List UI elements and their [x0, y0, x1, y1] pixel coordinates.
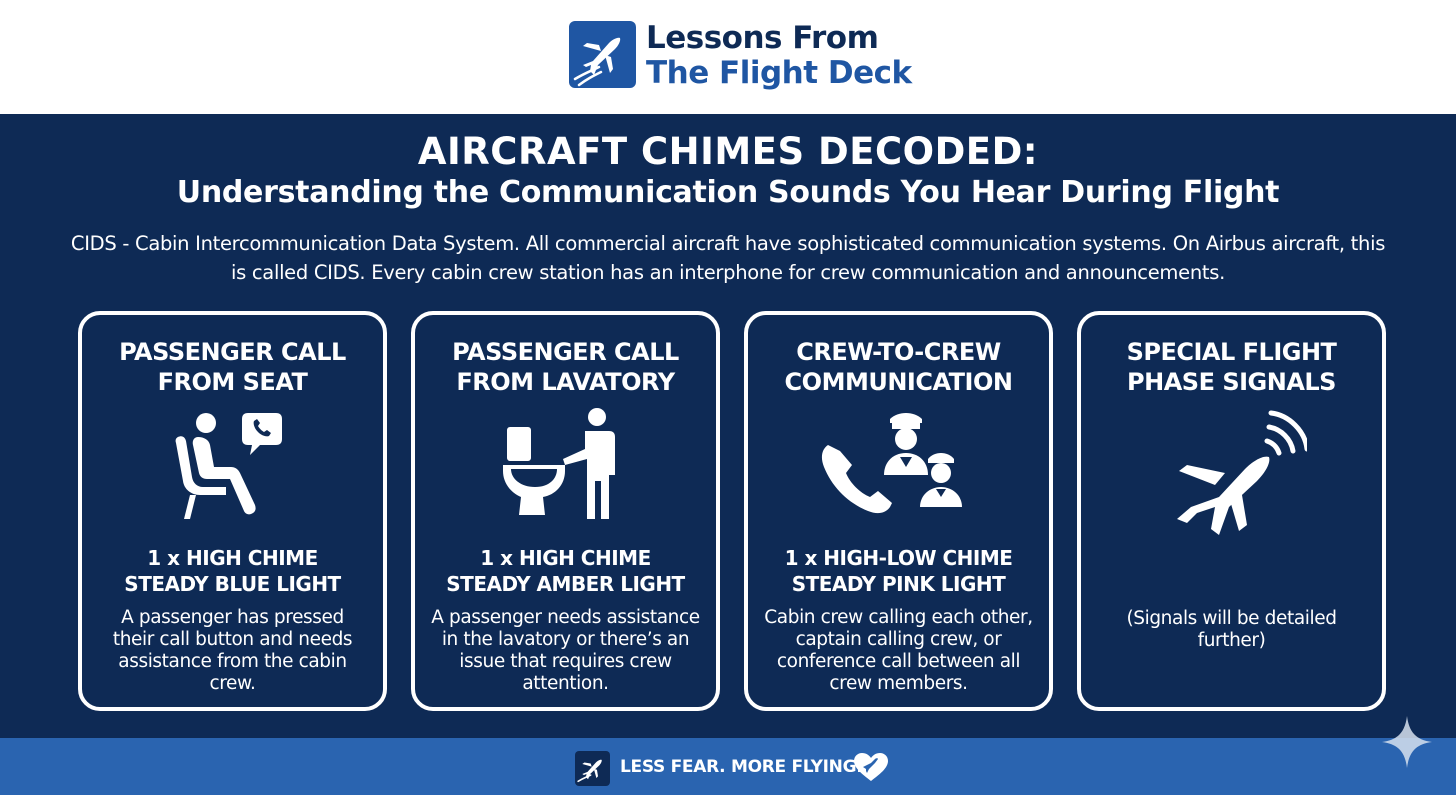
card-title-line2: FROM SEAT [157, 368, 308, 396]
light-color: STEADY AMBER LIGHT [446, 572, 685, 596]
footer-tagline: LESS FEAR. MORE FLYING. [620, 757, 863, 777]
card-title-line2: FROM LAVATORY [456, 368, 675, 396]
card-description: Cabin crew calling each other, captain c… [764, 607, 1033, 694]
heart-icon [851, 751, 891, 787]
chime-type: 1 x HIGH CHIME [480, 546, 651, 570]
card-chime: 1 x HIGH CHIME STEADY AMBER LIGHT [415, 545, 716, 597]
phone-and-crew-icon [748, 407, 1049, 537]
card-title-line1: CREW-TO-CREW [796, 338, 1001, 366]
chime-type: 1 x HIGH-LOW CHIME [784, 546, 1013, 570]
lavatory-person-icon [415, 407, 716, 537]
intro-text: CIDS - Cabin Intercommunication Data Sys… [70, 232, 1386, 284]
card-chime: 1 x HIGH-LOW CHIME STEADY PINK LIGHT [748, 545, 1049, 597]
card-passenger-call-lavatory: PASSENGER CALL FROM LAVATORY 1 x HIGH CH… [411, 311, 720, 711]
card-crew-to-crew: CREW-TO-CREW COMMUNICATION 1 x HIGH-LOW … [744, 311, 1053, 711]
light-color: STEADY BLUE LIGHT [124, 572, 341, 596]
card-title: CREW-TO-CREW COMMUNICATION [748, 337, 1049, 397]
card-description: A passenger has pressed their call butto… [112, 607, 353, 694]
logo-text-line1: Lessons From [646, 20, 879, 56]
footer: LESS FEAR. MORE FLYING. [0, 738, 1456, 795]
airplane-takeoff-icon [569, 21, 636, 88]
card-chime: 1 x HIGH CHIME STEADY BLUE LIGHT [82, 545, 383, 597]
light-color: STEADY PINK LIGHT [791, 572, 1006, 596]
airplane-signal-icon [1081, 407, 1382, 537]
page-title: AIRCRAFT CHIMES DECODED: [417, 130, 1039, 173]
card-special-flight-phase: SPECIAL FLIGHT PHASE SIGNALS (Signals wi… [1077, 311, 1386, 711]
card-title-line1: PASSENGER CALL [452, 338, 679, 366]
card-title-line1: PASSENGER CALL [119, 338, 346, 366]
page-subtitle: Understanding the Communication Sounds Y… [176, 175, 1280, 210]
card-description: A passenger needs assistance in the lava… [431, 607, 700, 694]
card-title: PASSENGER CALL FROM SEAT [82, 337, 383, 397]
card-description: (Signals will be detailed further) [1126, 608, 1337, 651]
sparkle-icon [1380, 714, 1434, 774]
card-title-line1: SPECIAL FLIGHT [1126, 338, 1337, 366]
logo-text-line2: The Flight Deck [646, 55, 912, 91]
card-title-line2: COMMUNICATION [784, 368, 1013, 396]
chime-type: 1 x HIGH CHIME [147, 546, 318, 570]
card-passenger-call-seat: PASSENGER CALL FROM SEAT 1 x HIGH CHIME … [78, 311, 387, 711]
header: Lessons From The Flight Deck [0, 0, 1456, 114]
card-title-line2: PHASE SIGNALS [1127, 368, 1336, 396]
seated-passenger-call-icon [82, 407, 383, 537]
card-title: PASSENGER CALL FROM LAVATORY [415, 337, 716, 397]
airplane-takeoff-icon [575, 751, 610, 786]
card-title: SPECIAL FLIGHT PHASE SIGNALS [1081, 337, 1382, 397]
